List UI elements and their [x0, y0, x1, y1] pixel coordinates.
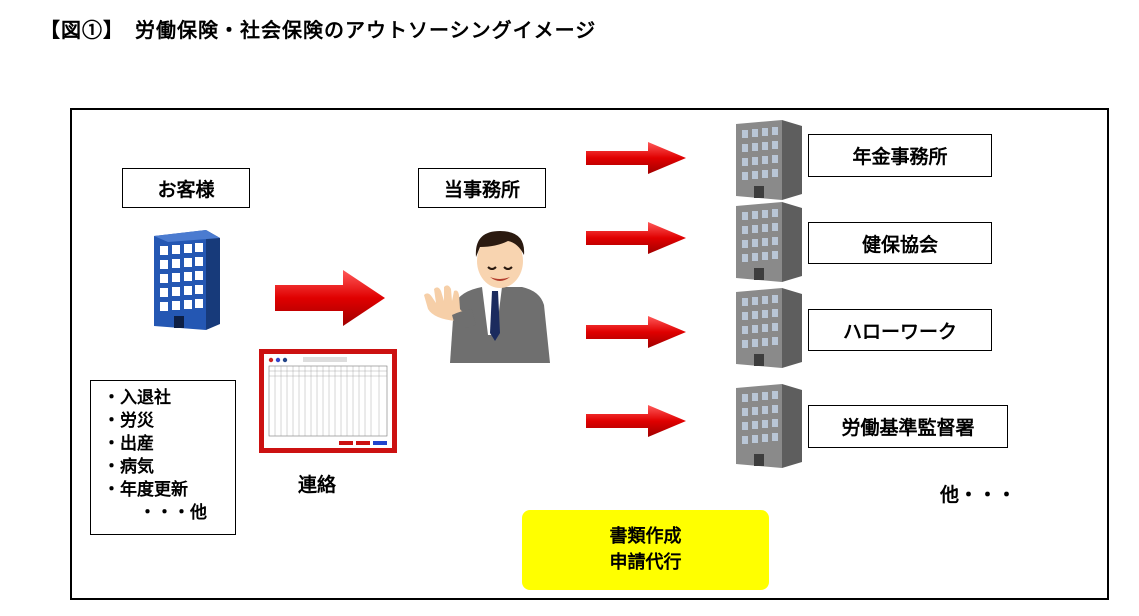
case-item: ・入退社 — [103, 388, 171, 408]
office-building-icon — [154, 230, 220, 330]
agency-pension-office-label: 年金事務所 — [808, 134, 992, 177]
agency-health-insurance-label: 健保協会 — [808, 222, 992, 264]
gray-building-icon — [736, 202, 802, 282]
case-item-etc: ・・・他 — [139, 503, 207, 523]
office-label: 当事務所 — [418, 168, 546, 208]
gray-building-icon — [736, 120, 802, 200]
diagram-frame — [70, 108, 1109, 600]
case-item: ・労災 — [103, 411, 154, 431]
right-arrow-icon — [586, 142, 686, 174]
right-arrow-icon — [275, 270, 385, 326]
case-item: ・年度更新 — [103, 480, 188, 500]
agency-labor-standards-label: 労働基準監督署 — [808, 405, 1008, 448]
case-item: ・出産 — [103, 434, 154, 454]
agency-hello-work-label: ハローワーク — [808, 309, 992, 351]
contact-label: 連絡 — [298, 474, 337, 496]
form-document-icon — [259, 349, 397, 453]
case-item: ・病気 — [103, 457, 154, 477]
gray-building-icon — [736, 288, 802, 368]
right-arrow-icon — [586, 405, 686, 437]
businessman-icon — [424, 231, 550, 363]
customer-case-list: ・入退社 ・労災 ・出産 ・病気 ・年度更新 ・・・他 — [90, 380, 236, 535]
service-line-2: 申請代行 — [609, 552, 682, 573]
right-arrow-icon — [586, 316, 686, 348]
right-arrow-icon — [586, 222, 686, 254]
others-label: 他・・・ — [940, 484, 1017, 506]
gray-building-icon — [736, 384, 802, 468]
service-line-1: 書類作成 — [609, 526, 682, 547]
page-title: 【図①】 労働保険・社会保険のアウトソーシングイメージ — [40, 18, 597, 42]
customer-label: お客様 — [122, 168, 250, 208]
service-box: 書類作成 申請代行 — [522, 510, 769, 590]
